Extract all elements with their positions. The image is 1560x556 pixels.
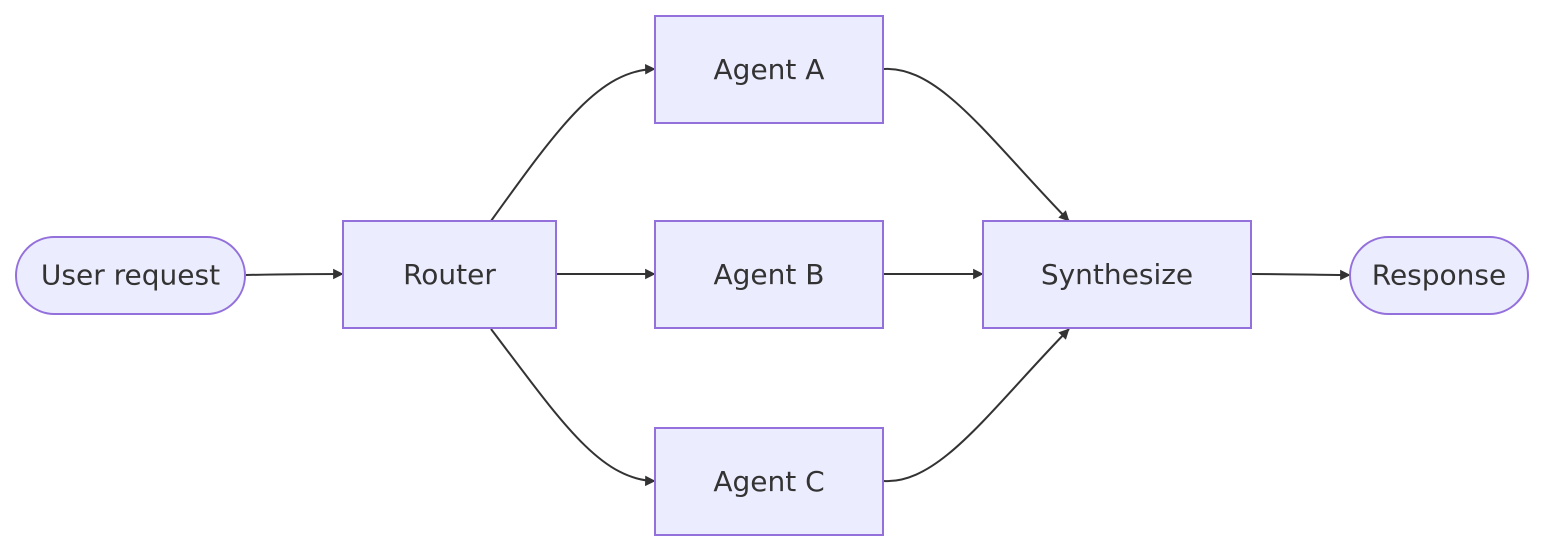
node-router-shape [342,220,557,329]
edge-router-to-agent-c [490,328,656,487]
node-response-shape [1349,236,1529,315]
node-response-label: Response [1372,259,1506,292]
edge-agent-c-to-synthesize [883,328,1070,483]
node-response[interactable]: Response [1349,236,1529,315]
node-router[interactable]: Router [342,220,557,329]
node-agent-a[interactable]: Agent A [654,15,884,124]
node-router-label: Router [403,258,496,291]
node-agent-c[interactable]: Agent C [654,427,884,536]
edge-router-to-agent-a [490,63,656,222]
node-synthesize-label: Synthesize [1041,258,1193,291]
node-agent-b-shape [654,220,884,329]
edge-agent-a-to-synthesize [883,67,1070,222]
node-user-request-shape [15,236,246,315]
node-agent-b[interactable]: Agent B [654,220,884,329]
node-user-request[interactable]: User request [15,236,246,315]
edge-synthesize-to-response [1250,269,1351,281]
edges [245,63,1351,487]
node-synthesize-shape [982,220,1252,329]
node-agent-a-shape [654,15,884,124]
node-synthesize[interactable]: Synthesize [982,220,1252,329]
node-agent-a-label: Agent A [714,53,825,86]
edge-user-request-to-router [245,268,344,280]
node-agent-b-label: Agent B [714,258,825,291]
node-agent-c-label: Agent C [713,465,824,498]
node-user-request-label: User request [41,259,220,292]
node-agent-c-shape [654,427,884,536]
